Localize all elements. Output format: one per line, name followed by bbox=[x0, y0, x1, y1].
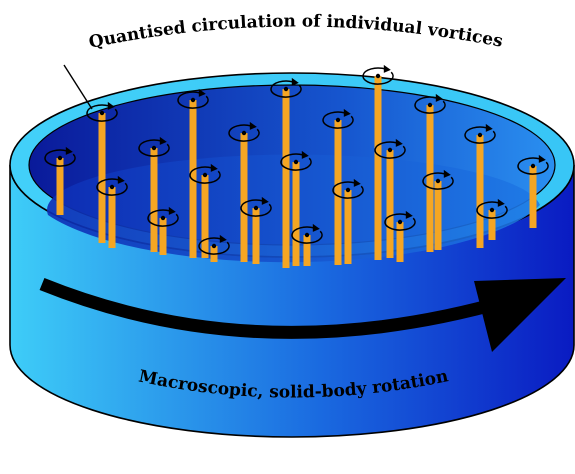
vortex-core bbox=[435, 178, 441, 184]
circular-arrow-icon bbox=[96, 178, 128, 196]
vortex bbox=[291, 223, 323, 266]
vortex bbox=[362, 64, 394, 260]
vortex bbox=[464, 123, 496, 248]
circular-arrow-icon bbox=[464, 126, 496, 144]
vortex-core bbox=[151, 145, 157, 151]
vortex-core bbox=[190, 97, 196, 103]
vortex bbox=[476, 198, 508, 240]
circular-arrow-icon bbox=[280, 153, 312, 171]
circulation-arrowhead bbox=[219, 234, 227, 243]
vortex bbox=[147, 206, 179, 255]
vortex-core bbox=[387, 147, 393, 153]
vortex-core bbox=[397, 219, 403, 225]
vortex bbox=[384, 210, 416, 262]
circular-arrow-icon bbox=[240, 199, 272, 217]
label-pointer-line bbox=[63, 64, 93, 110]
circulation-arrowhead bbox=[485, 123, 493, 132]
circular-arrow-icon bbox=[147, 209, 179, 227]
circulation-arrowhead bbox=[395, 138, 403, 147]
vortex-core bbox=[57, 155, 63, 161]
circulation-arrowhead bbox=[301, 150, 309, 159]
arrow-head bbox=[474, 278, 566, 352]
circular-arrow-icon bbox=[517, 157, 549, 175]
curved-arrow-icon bbox=[39, 277, 512, 339]
vortex-core bbox=[293, 159, 299, 165]
vortex-core bbox=[202, 172, 208, 178]
vortex bbox=[517, 154, 549, 228]
circulation-arrowhead bbox=[261, 196, 269, 205]
vortex bbox=[228, 121, 260, 262]
circular-arrow-icon bbox=[384, 213, 416, 231]
circular-arrow-icon bbox=[44, 149, 76, 167]
circulation-arrowhead bbox=[65, 146, 73, 155]
vortex bbox=[422, 169, 454, 250]
circular-arrow-icon bbox=[270, 80, 302, 98]
circulation-arrowhead bbox=[497, 198, 505, 207]
vortex-core bbox=[99, 110, 105, 116]
vortex bbox=[44, 146, 76, 215]
vortex-core bbox=[427, 102, 433, 108]
circular-arrow-icon bbox=[362, 67, 394, 85]
circulation-arrowhead bbox=[117, 175, 125, 184]
circular-arrow-icon bbox=[374, 141, 406, 159]
circulation-arrowhead bbox=[435, 93, 443, 102]
vortex bbox=[280, 150, 312, 266]
circulation-arrowhead bbox=[159, 136, 167, 145]
vortex bbox=[414, 93, 446, 252]
vortex bbox=[270, 77, 302, 268]
vortex bbox=[138, 136, 170, 252]
circular-arrow-icon bbox=[138, 139, 170, 157]
circulation-arrowhead bbox=[343, 108, 351, 117]
vortex-core bbox=[489, 207, 495, 213]
circulation-arrowhead bbox=[210, 163, 218, 172]
circulation-arrowhead bbox=[168, 206, 176, 215]
vortex-core bbox=[211, 243, 217, 249]
circular-arrow-icon bbox=[177, 91, 209, 109]
circulation-arrowhead bbox=[353, 178, 361, 187]
vortex-core bbox=[109, 184, 115, 190]
circulation-arrowhead bbox=[249, 121, 257, 130]
circulation-arrowhead bbox=[107, 101, 115, 110]
vortex-group bbox=[44, 64, 549, 268]
vortex bbox=[86, 101, 118, 243]
circular-arrow-icon bbox=[228, 124, 260, 142]
circulation-arrowhead bbox=[383, 64, 391, 73]
circulation-arrowhead bbox=[405, 210, 413, 219]
vortex bbox=[198, 234, 230, 262]
vortex-label: Quantised circulation of individual vort… bbox=[87, 11, 504, 52]
vortex-core bbox=[283, 86, 289, 92]
vortex bbox=[374, 138, 406, 258]
vortex bbox=[332, 178, 364, 264]
vortex-core bbox=[241, 130, 247, 136]
circular-arrow-icon bbox=[476, 201, 508, 219]
vortex-core bbox=[253, 205, 259, 211]
circulation-arrowhead bbox=[538, 154, 546, 163]
vortex-core bbox=[335, 117, 341, 123]
circular-arrow-icon bbox=[322, 111, 354, 129]
vortex-core bbox=[304, 232, 310, 238]
circulation-arrowhead bbox=[291, 77, 299, 86]
circular-arrow-icon bbox=[198, 237, 230, 255]
vortex-core bbox=[160, 215, 166, 221]
vortex bbox=[189, 163, 221, 258]
circulation-arrowhead bbox=[312, 223, 320, 232]
vortex-core bbox=[477, 132, 483, 138]
circular-arrow-icon bbox=[189, 166, 221, 184]
circular-arrow-icon bbox=[332, 181, 364, 199]
circular-arrow-icon bbox=[86, 104, 118, 122]
vortex bbox=[322, 108, 354, 265]
vortex bbox=[240, 196, 272, 264]
circulation-arrowhead bbox=[443, 169, 451, 178]
vortex bbox=[96, 175, 128, 248]
vortex-core bbox=[530, 163, 536, 169]
vortex-core bbox=[345, 187, 351, 193]
rotation-arrow bbox=[39, 277, 566, 352]
vortex-core bbox=[375, 73, 381, 79]
circular-arrow-icon bbox=[291, 226, 323, 244]
circulation-arrowhead bbox=[198, 88, 206, 97]
circular-arrow-icon bbox=[422, 172, 454, 190]
circular-arrow-icon bbox=[414, 96, 446, 114]
